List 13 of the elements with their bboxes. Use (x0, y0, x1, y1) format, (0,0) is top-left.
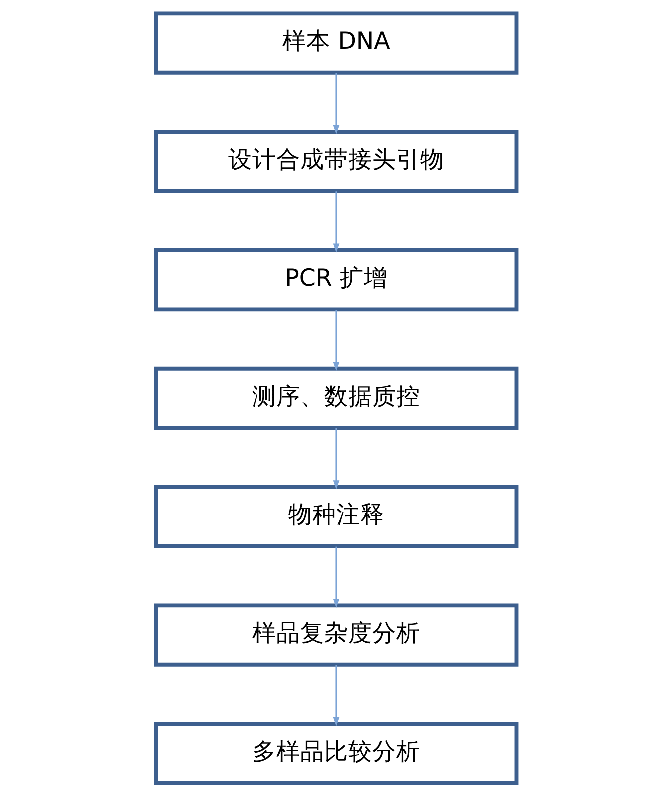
node-box: 样本 DNA (154, 12, 518, 75)
node-box: PCR 扩增 (154, 248, 518, 312)
arrow (332, 192, 340, 253)
arrow (332, 428, 340, 490)
arrow (332, 73, 340, 134)
node-box: 测序、数据质控 (154, 366, 518, 430)
node-box: 物种注释 (154, 485, 518, 548)
arrow (332, 310, 340, 372)
arrow (332, 665, 340, 726)
node-box: 样品复杂度分析 (154, 604, 518, 667)
node-box: 设计合成带接头引物 (154, 130, 518, 194)
node-box: 多样品比较分析 (154, 722, 518, 786)
arrow (332, 546, 340, 608)
